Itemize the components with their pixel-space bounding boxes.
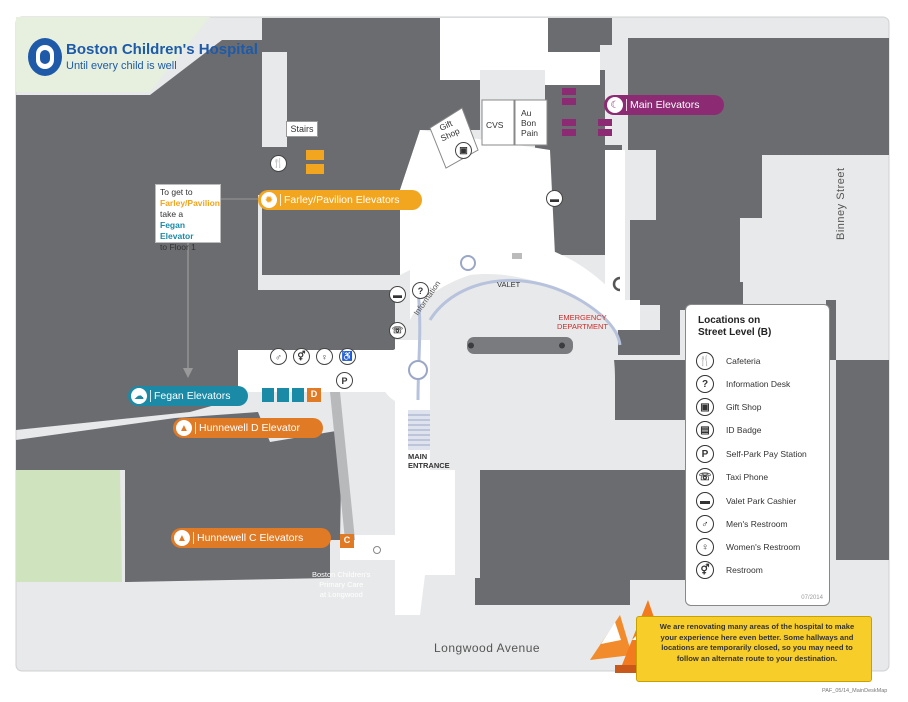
gift-shop-icon: ▣ <box>696 398 714 416</box>
restroom-icon[interactable]: ⚥ <box>293 348 310 365</box>
legend-mens-restroom: ♂Men's Restroom <box>696 514 788 534</box>
taxi-phone-icon: ☏ <box>696 468 714 486</box>
valet-park-icon[interactable]: ▬ <box>389 286 406 303</box>
corridor-hunnewell <box>330 392 355 540</box>
accessible-restroom-icon[interactable]: ♿ <box>339 348 356 365</box>
main-elevators-label[interactable]: ☾ Main Elevators <box>604 95 724 115</box>
building-main-core <box>545 70 605 145</box>
building-strip <box>692 148 747 164</box>
drive-loop <box>430 280 615 470</box>
top-hat-icon: ▲ <box>176 420 192 436</box>
street-longwood: Longwood Avenue <box>434 641 541 655</box>
stairs-label: Stairs <box>286 121 318 137</box>
main-elevator-cars <box>562 88 612 136</box>
legend-taxi-phone: ☏Taxi Phone <box>696 467 768 487</box>
legend-id-badge: ▤ID Badge <box>696 420 761 440</box>
hunnewell-d-badge: D <box>310 389 318 399</box>
hunnewell-d-elevator-label[interactable]: ▲ Hunnewell D Elevator <box>173 418 323 438</box>
hospital-logo[interactable]: Boston Children's Hospital Until every c… <box>28 38 258 82</box>
farley-elevator-cars <box>306 150 324 174</box>
cvs-store <box>481 99 515 146</box>
direction-arrow-head <box>183 368 193 378</box>
legend-cafeteria: 🍴Cafeteria <box>696 351 761 371</box>
id-badge-icon: ▤ <box>696 421 714 439</box>
entrance-door-marker <box>408 360 428 380</box>
hunnewell-c-badge: C <box>343 535 351 545</box>
walkway-east-corridor <box>605 150 625 310</box>
entrance-route-line <box>416 289 422 401</box>
legend-panel: Locations on Street Level (B) 🍴Cafeteria… <box>685 304 830 606</box>
information-desk-icon[interactable]: ? <box>412 282 429 299</box>
cvs-label: CVS <box>486 120 504 130</box>
primary-care-marker <box>373 546 381 554</box>
legend-valet: ▬Valet Park Cashier <box>696 491 796 511</box>
cafeteria-icon: 🍴 <box>696 352 714 370</box>
logo-name: Boston Children's Hospital <box>66 41 258 58</box>
legend-title: Locations on Street Level (B) <box>698 315 772 338</box>
main-entrance-steps <box>408 410 430 450</box>
drive-island-post-left <box>468 342 474 349</box>
au-bon-pain-store <box>514 99 548 146</box>
building-east-connector <box>618 282 743 355</box>
cafeteria-icon[interactable]: 🍴 <box>270 155 287 172</box>
womens-restroom-icon[interactable]: ♀ <box>316 348 333 365</box>
green-area-top-left <box>16 17 210 92</box>
valet-car-icon[interactable]: ▬ <box>546 190 563 207</box>
fegan-elevator-cars <box>262 388 304 402</box>
valet-label: VALET <box>497 280 521 289</box>
valet-booth <box>512 253 522 259</box>
hunnewell-c-car <box>340 534 354 548</box>
primary-care-label: Boston Children's Primary Care at Longwo… <box>312 570 371 599</box>
valet-car-icon: ▬ <box>696 492 714 510</box>
restroom-icon: ⚥ <box>696 561 714 579</box>
sun-icon: ✹ <box>261 192 277 208</box>
information-desk-icon: ? <box>696 375 714 393</box>
building-south-east <box>475 470 700 605</box>
green-area-left <box>16 470 122 582</box>
renovation-notice-text: We are renovating many areas of the hosp… <box>659 622 855 663</box>
walkway-main-entrance <box>395 340 430 470</box>
main-entrance-label: MAIN ENTRANCE <box>408 452 450 470</box>
moon-stars-icon: ☾ <box>607 97 623 113</box>
farley-elevators-label[interactable]: ✹ Farley/Pavilion Elevators <box>258 190 422 210</box>
self-park-icon: P <box>696 445 714 463</box>
drive-route-line <box>428 278 622 346</box>
logo-emblem-icon <box>28 38 62 76</box>
mens-restroom-icon: ♂ <box>696 515 714 533</box>
drive-island <box>467 337 573 354</box>
walkway-lobby <box>400 130 555 275</box>
mens-restroom-icon[interactable]: ♂ <box>270 348 287 365</box>
legend-gift-shop: ▣Gift Shop <box>696 397 761 417</box>
legend-restroom: ⚥Restroom <box>696 560 763 580</box>
legend-womens-restroom: ♀Women's Restroom <box>696 537 800 557</box>
legend-date: 07/2014 <box>801 595 823 601</box>
walkway-south <box>395 460 455 615</box>
gift-shop-icon[interactable]: ▣ <box>455 142 472 159</box>
logo-tagline: Until every child is well <box>66 60 177 72</box>
valet-stand-marker <box>460 255 476 271</box>
au-bon-pain-label: Au Bon Pain <box>521 108 539 138</box>
stair-corridor <box>262 52 287 147</box>
cloud-icon: ☁ <box>131 388 147 404</box>
hunnewell-d-car <box>307 388 321 402</box>
renovation-notice: We are renovating many areas of the hosp… <box>636 616 872 682</box>
street-binney: Binney Street <box>835 167 847 240</box>
fegan-elevators-label[interactable]: ☁ Fegan Elevators <box>128 386 248 406</box>
taxi-phone-icon[interactable]: ☏ <box>389 322 406 339</box>
legend-information-desk: ?Information Desk <box>696 374 790 394</box>
hunnewell-c-elevators-label[interactable]: ▲ Hunnewell C Elevators <box>171 528 331 548</box>
womens-restroom-icon: ♀ <box>696 538 714 556</box>
top-hat-icon: ▲ <box>174 530 190 546</box>
drive-island-post-right <box>559 342 565 349</box>
footer-code: PAF_05/14_MainDeskMap <box>822 688 888 694</box>
emergency-department-label: EMERGENCY DEPARTMENT <box>557 313 608 331</box>
building-emergency <box>535 145 622 255</box>
building-north-center <box>262 18 480 275</box>
walkway-north <box>440 18 600 85</box>
self-park-icon[interactable]: P <box>336 372 353 389</box>
fegan-direction-note: To get to Farley/Pavilion take a Fegan E… <box>155 184 221 252</box>
east-door-marker <box>612 276 621 292</box>
